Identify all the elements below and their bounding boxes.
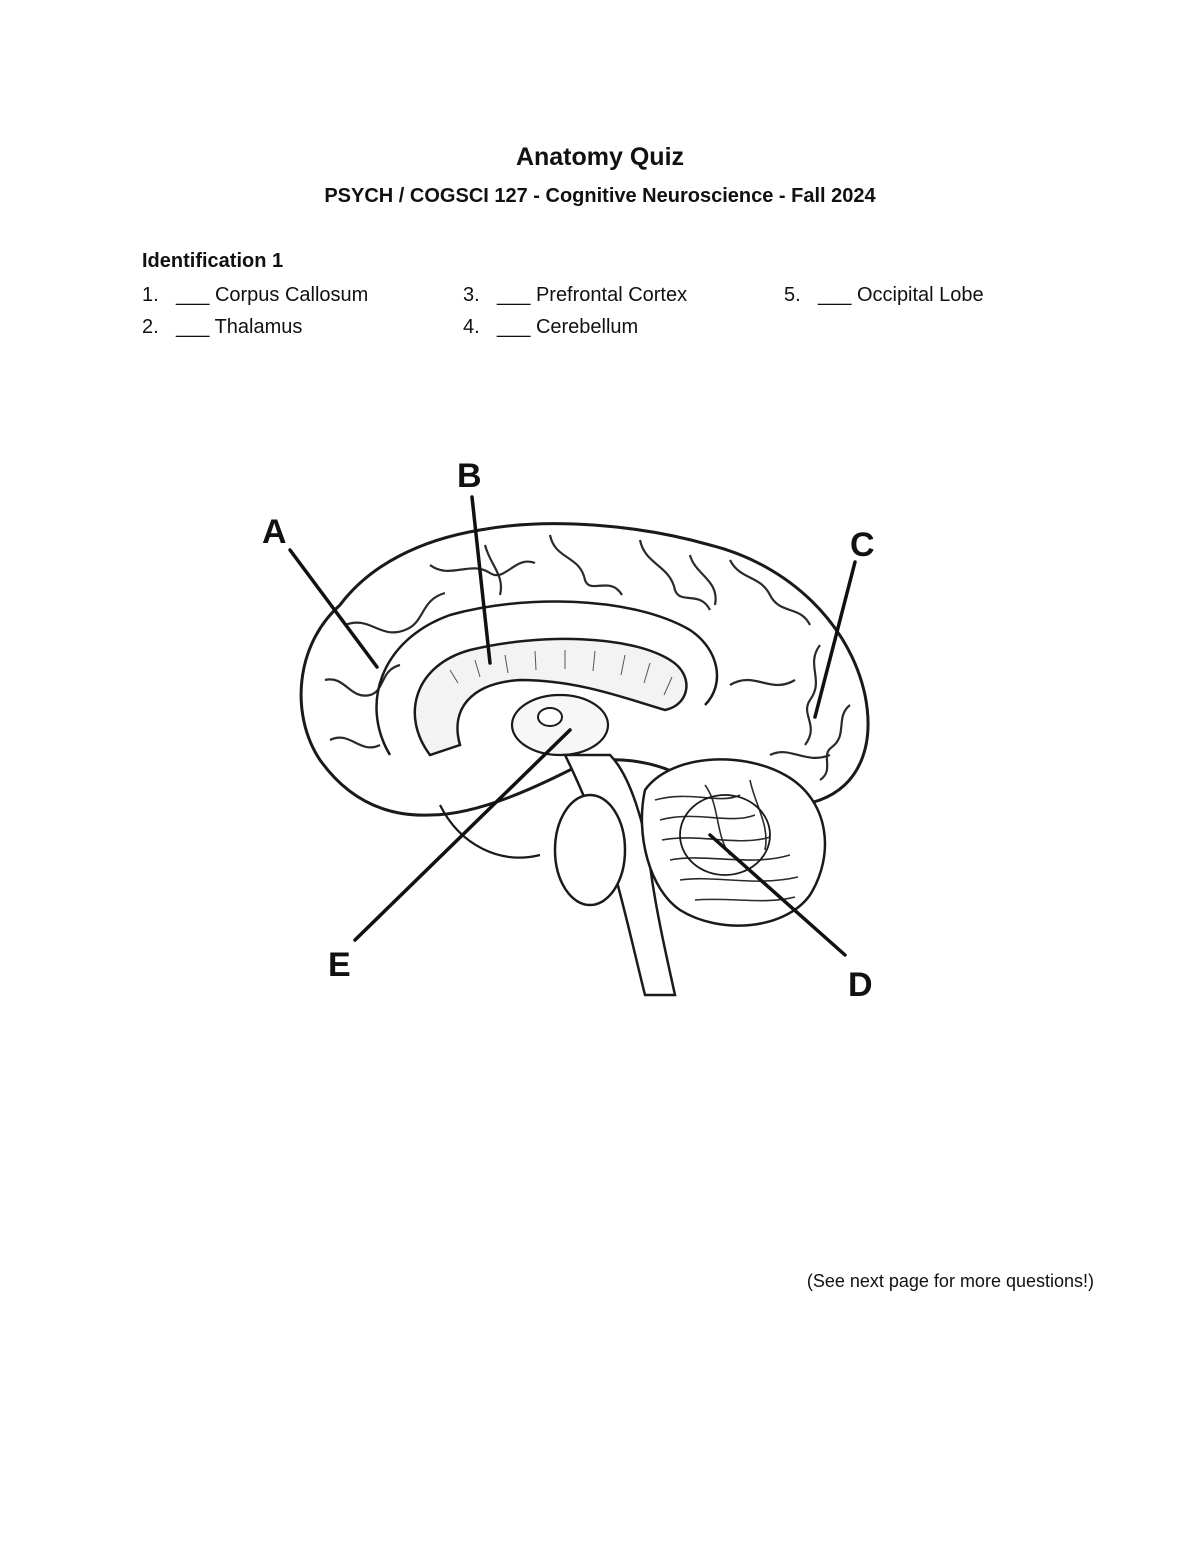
item-number: 3. (463, 284, 480, 306)
item-term: Cerebellum (535, 316, 639, 338)
leader-line-e (353, 728, 572, 942)
list-item: 4. ___ Cerebellum (463, 316, 638, 339)
item-number: 4. (463, 316, 480, 338)
item-term: Thalamus (214, 316, 303, 338)
next-page-note: (See next page for more questions!) (806, 1271, 1094, 1291)
answer-blank: ___ (176, 316, 210, 338)
item-number: 1. (142, 284, 159, 306)
course-subtitle: PSYCH / COGSCI 127 - Cognitive Neuroscie… (324, 185, 876, 207)
answer-blank: ___ (818, 284, 852, 306)
leader-line-a (288, 548, 379, 669)
item-term: Corpus Callosum (214, 284, 369, 306)
cerebellum (640, 758, 827, 927)
brain-sagittal-diagram: A B C D E (262, 457, 875, 1000)
section-title: Identification 1 (142, 250, 284, 272)
list-item: 2. ___ Thalamus (142, 316, 302, 339)
answer-blank: ___ (497, 284, 531, 306)
item-number: 2. (142, 316, 159, 338)
label-d: D (848, 966, 873, 1000)
temporal-lobe (439, 804, 541, 859)
item-term: Prefrontal Cortex (535, 284, 688, 306)
list-item: 3. ___ Prefrontal Cortex (463, 284, 687, 307)
item-term: Occipital Lobe (856, 284, 984, 306)
thalamus (510, 693, 610, 757)
label-b: B (457, 457, 482, 495)
callosum-hatching (449, 650, 673, 696)
answer-blank: ___ (497, 316, 531, 338)
leader-line-d (708, 833, 847, 957)
corpus-callosum (413, 637, 688, 757)
leader-lines (288, 495, 857, 957)
pons (553, 793, 627, 907)
arbor-vitae (679, 794, 771, 876)
item-number: 5. (784, 284, 801, 306)
page-title: Anatomy Quiz (515, 143, 685, 171)
label-a: A (262, 513, 287, 551)
leader-line-c (813, 560, 857, 719)
leader-line-b (470, 495, 492, 665)
cingulate-gyrus (375, 600, 719, 756)
list-item: 1. ___ Corpus Callosum (142, 284, 368, 307)
list-item: 5. ___ Occipital Lobe (784, 284, 984, 307)
label-e: E (328, 946, 351, 984)
interthalamic-adhesion (537, 707, 563, 727)
label-c: C (850, 526, 875, 564)
gyri-lines (324, 534, 851, 781)
answer-blank: ___ (176, 284, 210, 306)
